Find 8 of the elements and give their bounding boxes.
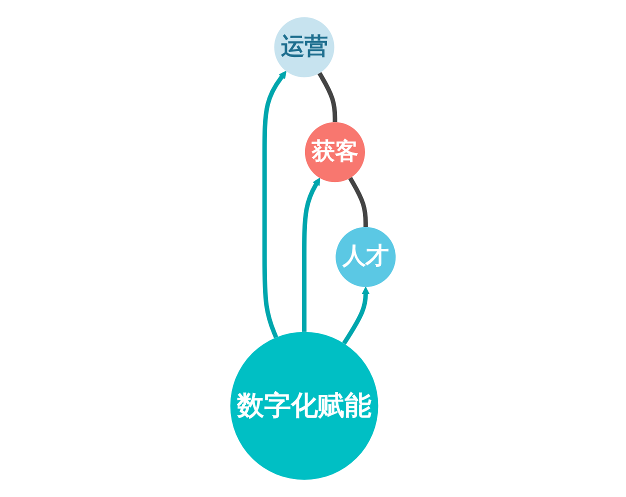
connector [318, 72, 338, 122]
node-circle: 人才 [336, 226, 396, 288]
arrow [302, 178, 320, 332]
arrow [262, 70, 286, 338]
connector [348, 176, 368, 227]
arrow [342, 286, 370, 345]
node-circle: 获客 [304, 122, 365, 182]
node-circle: 运营 [274, 17, 334, 78]
